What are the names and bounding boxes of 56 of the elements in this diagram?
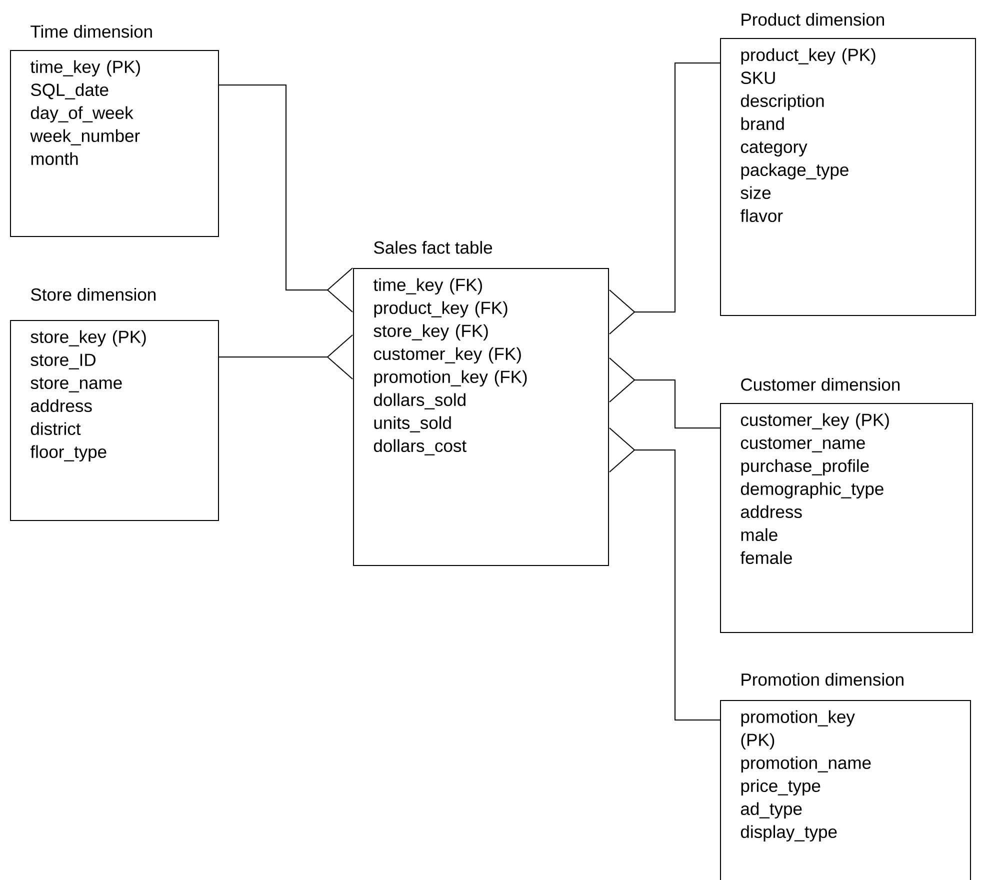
node-label: floor_type (30, 445, 106, 462)
node-label: address (30, 399, 92, 412)
node-label: time_key (PK) (30, 60, 140, 77)
relationship-line (609, 62, 721, 334)
table-title: Customer dimension (741, 378, 900, 391)
table-title: Sales fact table (374, 240, 492, 254)
node-label: demographic_type (740, 482, 884, 499)
node-label: category (740, 142, 808, 157)
field-list: time_key (FK) product_key (FK) store_key (FK) customer_key (FK) promotion_key (FK) dollars_sold units_sold dollars_cost (373, 278, 527, 456)
node-label: SKU (741, 72, 775, 84)
node-label: dollars_sold (374, 393, 466, 410)
node-label: time_key (FK) (373, 278, 482, 295)
node-label: store_key (FK) (374, 324, 488, 341)
node-label: purchase_profile (741, 459, 869, 476)
node-label: store_ID (30, 354, 96, 370)
node-label: brand (741, 117, 784, 130)
field-list: store_key (PK) store_ID store_name address district floor_type (30, 330, 146, 462)
node-label: promotion_key (PK) (741, 710, 855, 750)
node-label: size (740, 186, 771, 200)
table-title: Product dimension (742, 12, 884, 26)
relationship-line (609, 358, 721, 428)
node-label: display_type (740, 825, 837, 842)
node-label: customer_name (740, 438, 865, 452)
node-label: units_sold (374, 416, 451, 432)
relationship-line (218, 334, 353, 380)
node-label: male (741, 528, 778, 542)
node-label: store_key (PK) (30, 330, 146, 347)
node-label: month (31, 152, 78, 166)
node-label: district (30, 422, 81, 436)
field-list: product_key (PK) SKU description brand category package_type size flavor (740, 48, 876, 222)
node-label: female (740, 551, 792, 564)
table-title: Time dimension (30, 24, 152, 38)
node-label: SQL_date (31, 83, 108, 100)
node-label: dollars_cost (374, 439, 466, 456)
node-label: address (740, 505, 802, 518)
node-label: customer_key (PK) (740, 413, 889, 430)
field-list: time_key (PK) SQL_date day_of_week week_number month (30, 60, 140, 166)
node-label: day_of_week (30, 106, 134, 123)
node-label: product_key (PK) (741, 48, 876, 65)
node-label: flavor (740, 209, 783, 222)
node-label: week_number (30, 129, 140, 146)
node-label: promotion_name (741, 756, 871, 773)
table-title: Store dimension (31, 288, 156, 301)
node-label: product_key (FK) (374, 301, 508, 318)
node-label: description (740, 94, 824, 111)
node-label: customer_key (FK) (374, 347, 521, 364)
field-list: promotion_key (PK) promotion_name price_type ad_type display_type (740, 710, 871, 842)
node-label: promotion_key (FK) (374, 370, 527, 387)
field-list: customer_key (PK) customer_name purchase_profile demographic_type address male female (740, 413, 889, 564)
relationship-line (218, 84, 353, 312)
relationship-line (609, 428, 721, 720)
node-label: package_type (741, 163, 848, 180)
table-title: Promotion dimension (742, 672, 904, 686)
node-label: price_type (741, 779, 820, 796)
node-label: ad_type (740, 802, 802, 819)
node-label: store_name (30, 378, 122, 392)
